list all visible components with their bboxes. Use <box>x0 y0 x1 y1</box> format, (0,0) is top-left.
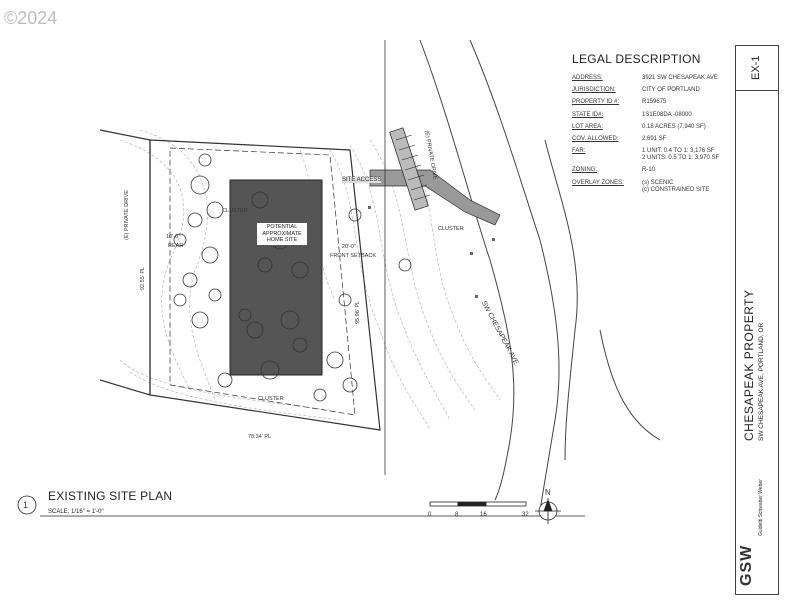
legal-value: (s) SCENIC (c) CONSTRAINED SITE <box>642 179 710 193</box>
legal-row: ADDRESS: 3921 SW CHESAPEAK AVE <box>572 75 732 82</box>
left-private-drive: (E) PRIVATE DRIVE <box>124 190 130 240</box>
plan-number: 1 <box>23 500 29 510</box>
road-edges <box>419 39 661 511</box>
legal-key: OVERLAY ZONES: <box>572 179 624 186</box>
legal-row: ZONING: R-10 <box>572 167 732 174</box>
scale-tick: 0 <box>428 512 432 518</box>
legal-value: R-10 <box>642 167 656 174</box>
home-site-label: POTENTIAL APPROXIMATE HOME SITE <box>256 222 308 246</box>
rear-label: REAR <box>168 243 184 249</box>
project-name: CHESAPEAK PROPERTY <box>742 289 756 442</box>
setback-lines <box>169 147 356 416</box>
legal-key: ZONING: <box>572 167 597 174</box>
plan-scale: SCALE: 1/16" = 1'-0" <box>48 509 104 515</box>
firm-logo: GSW <box>738 544 755 586</box>
sheet-number: EX-1 <box>750 55 762 80</box>
rear-dimension: 10'-0" <box>166 234 181 240</box>
legal-title: LEGAL DESCRIPTION <box>572 52 701 66</box>
trees <box>173 153 412 402</box>
legal-row: FAR: 1 UNIT: 0.4 TO 1: 3,176 SF 2 UNITS: … <box>572 148 732 162</box>
setback-dimension: 20'-0" <box>342 244 357 250</box>
legal-key: LOT AREA: <box>572 123 603 130</box>
scale-tick: 32 <box>522 512 529 518</box>
legal-value: CITY OF PORTLAND <box>642 87 700 94</box>
legal-row: OVERLAY ZONES: (s) SCENIC (c) CONSTRAINED… <box>572 180 732 194</box>
legal-value: 0.18 ACRES (7,940 SF) <box>642 123 706 130</box>
front-setback-label: FRONT SETBACK <box>330 253 377 259</box>
legal-value: 1 UNIT: 0.4 TO 1: 3,176 SF 2 UNITS: 0.5 … <box>642 148 720 162</box>
right-property-line: 95.96' PL <box>355 300 361 324</box>
north-arrow <box>535 498 561 524</box>
cluster-label: CLUSTER <box>438 226 464 232</box>
title-block: EX-1 CHESAPEAK PROPERTY SW CHESAPEAK AVE… <box>735 45 779 595</box>
plan-number-circle <box>17 495 37 515</box>
copyright-watermark: ©2024 <box>4 8 58 28</box>
north-label: N <box>545 488 551 497</box>
legal-value: 1S1E08DA -08000 <box>642 111 692 118</box>
scale-tick: 16 <box>480 512 487 518</box>
legal-key: PROPERTY ID #: <box>572 99 620 106</box>
legal-key: FAR: <box>572 148 586 155</box>
legal-value: 3921 SW CHESAPEAK AVE <box>642 75 718 81</box>
project-address: SW CHESAPEAK AVE, PORTLAND, OR <box>758 322 765 441</box>
legal-key: COV. ALLOWED: <box>572 135 619 142</box>
scale-tick: 8 <box>455 512 459 518</box>
bottom-property-line: 78.34' PL <box>248 434 272 440</box>
legal-value: R159675 <box>642 99 667 106</box>
legal-description: LEGAL DESCRIPTION ADDRESS: 3921 SW CHESAP… <box>572 52 732 199</box>
legal-row: PROPERTY ID #: R159675 <box>572 99 732 106</box>
legal-row: LOT AREA: 0.18 ACRES (7,940 SF) <box>572 124 732 131</box>
legal-row: JURISDICTION: CITY OF PORTLAND <box>572 87 732 94</box>
legal-key: JURISDICTION: <box>572 87 616 94</box>
legal-row: STATE ID#: 1S1E08DA -08000 <box>572 112 732 119</box>
access-drive <box>369 169 501 226</box>
site-access-label: SITE ACCESS <box>342 177 382 183</box>
legal-row: COV. ALLOWED: 2,691 SF <box>572 136 732 143</box>
left-property-line: 92.55' PL <box>140 266 146 290</box>
legal-key: STATE ID#: <box>572 111 604 118</box>
cluster-label: CLUSTER <box>222 208 248 214</box>
cluster-label: CLUSTER <box>258 396 284 402</box>
scale-bar <box>429 501 527 507</box>
sheet-number-box: EX-1 <box>736 46 778 91</box>
home-site-area <box>229 179 323 376</box>
legal-key: ADDRESS: <box>572 75 603 81</box>
property-lines <box>99 129 381 431</box>
spot-markers <box>368 206 495 298</box>
legal-value: 2,691 SF <box>642 135 667 142</box>
stair-treads <box>395 134 431 201</box>
plan-title: EXISTING SITE PLAN <box>48 489 173 503</box>
firm-name: Guidetti Schwaber Weber <box>758 479 764 536</box>
